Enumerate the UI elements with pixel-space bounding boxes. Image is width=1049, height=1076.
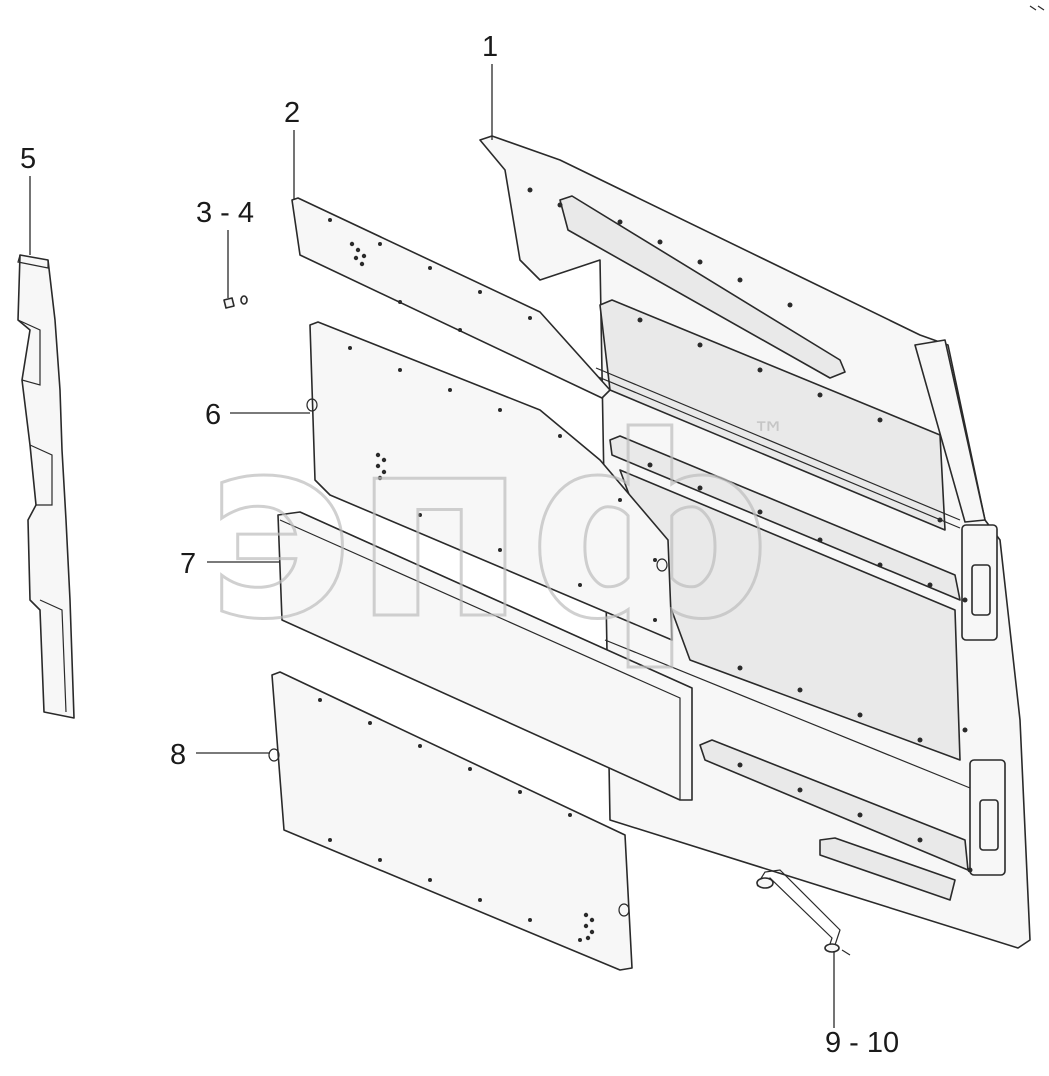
callout-8: 8 (170, 739, 186, 771)
callout-1: 1 (482, 31, 498, 63)
insulation-block-part-7 (277, 511, 693, 801)
top-cover-plate-part-2 (291, 197, 611, 399)
lower-plate-part-8 (268, 671, 633, 971)
watermark: эпф ™ (204, 382, 787, 676)
middle-plate-part-6 (306, 321, 673, 641)
corner-mark (1029, 5, 1045, 11)
side-strip-part-5 (17, 254, 75, 719)
watermark-tm: ™ (752, 415, 786, 455)
callout-9-10: 9 - 10 (825, 1027, 899, 1059)
callout-2: 2 (284, 97, 300, 129)
watermark-text: эпф (205, 383, 774, 674)
bolt-washer-part-3-4 (223, 295, 248, 309)
callout-7: 7 (180, 548, 196, 580)
callout-5: 5 (20, 143, 36, 175)
callout-3-4: 3 - 4 (196, 197, 254, 229)
callouts: 1 2 3 - 4 5 6 7 8 9 - 10 (20, 31, 899, 1059)
rod-pin-part-9-10 (756, 869, 851, 956)
callout-6: 6 (205, 399, 221, 431)
